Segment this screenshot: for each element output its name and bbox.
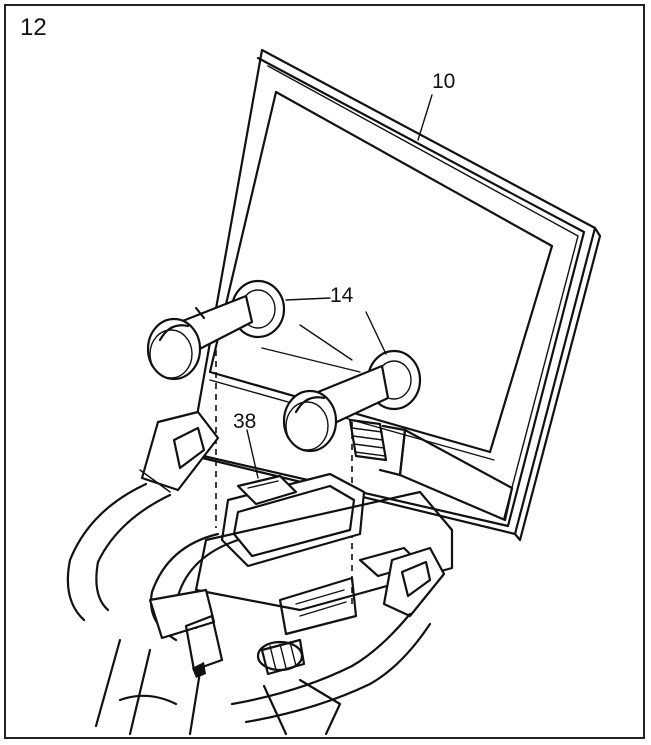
callout-bracket-label: 38 bbox=[233, 410, 257, 433]
step-number: 12 bbox=[20, 14, 47, 41]
callout-console-label: 10 bbox=[432, 70, 456, 93]
callout-knobs-label: 14 bbox=[330, 284, 354, 307]
console-vent bbox=[348, 418, 407, 477]
knob-left bbox=[146, 279, 286, 381]
handlebar-assembly bbox=[66, 410, 454, 736]
callout-leaders bbox=[246, 94, 433, 479]
marker-tick bbox=[194, 306, 206, 320]
diagram-frame bbox=[4, 4, 645, 739]
console-screen bbox=[184, 48, 602, 542]
knob-right bbox=[282, 349, 422, 453]
